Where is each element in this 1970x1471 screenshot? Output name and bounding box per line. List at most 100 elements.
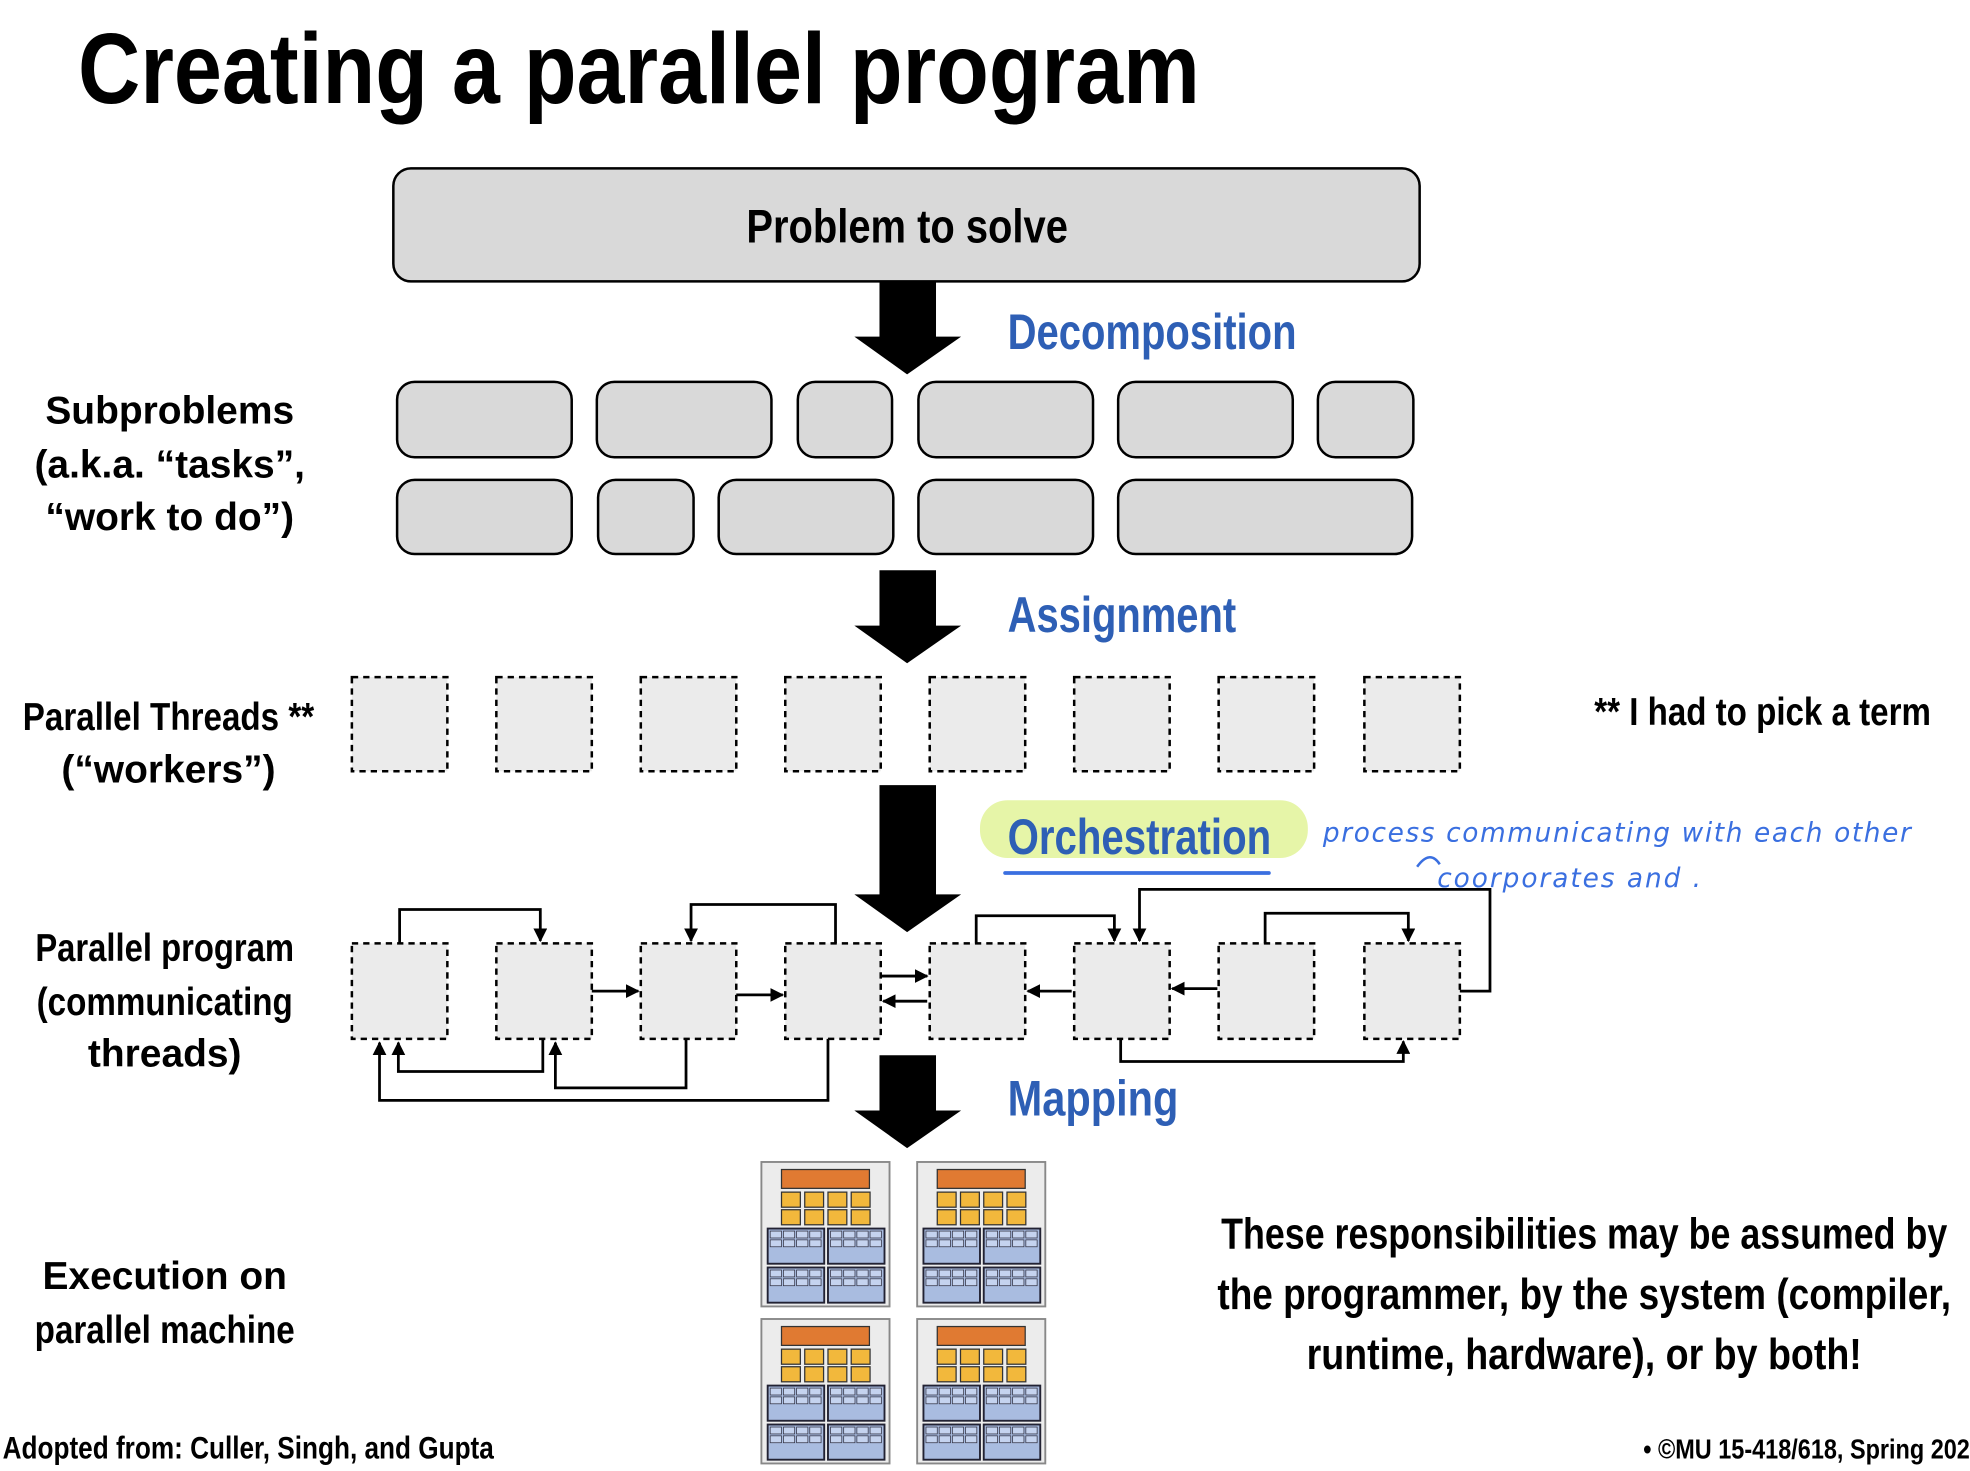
chip-register: [999, 1435, 1012, 1444]
chip-register: [965, 1230, 978, 1239]
chip-register: [869, 1396, 882, 1405]
thread-box: [350, 675, 449, 773]
chip-control-unit: [936, 1168, 1026, 1189]
chip-register: [809, 1278, 822, 1287]
chip-alu: [936, 1209, 957, 1226]
comm-arrow: [391, 1038, 545, 1073]
chip-register: [1012, 1396, 1025, 1405]
chip-register: [783, 1426, 796, 1435]
chip-register: [783, 1387, 796, 1396]
chip-register: [809, 1239, 822, 1248]
chip-alu: [804, 1191, 825, 1208]
chip-register: [783, 1435, 796, 1444]
stage-mapping: Mapping: [1008, 1070, 1179, 1126]
chip-register: [869, 1239, 882, 1248]
chip-register: [965, 1435, 978, 1444]
chip-register: [985, 1230, 998, 1239]
chip-register: [938, 1278, 951, 1287]
stage-orchestration: Orchestration: [1008, 809, 1272, 865]
chip-register: [965, 1239, 978, 1248]
thread-box: [1217, 675, 1316, 773]
chip-register: [830, 1269, 843, 1278]
chip-alu: [959, 1366, 980, 1383]
chip-register: [809, 1396, 822, 1405]
slide-title: Creating a parallel program: [78, 13, 1200, 125]
comm-arrow: [372, 1038, 830, 1102]
subproblem-box: [717, 478, 895, 556]
subproblems-label: (a.k.a. “tasks”,: [34, 443, 305, 486]
chip-alu: [827, 1209, 848, 1226]
chip-register: [999, 1396, 1012, 1405]
chip-register: [809, 1387, 822, 1396]
chip-register: [951, 1426, 965, 1435]
subproblems-label: “work to do”): [45, 496, 294, 539]
thread-box: [495, 675, 594, 773]
chip-register: [1025, 1426, 1038, 1435]
thread-boxes: [350, 675, 1462, 773]
chip-register: [769, 1426, 782, 1435]
chip-alu: [936, 1366, 957, 1383]
execution-label: Execution on: [42, 1255, 286, 1298]
chip-register: [1012, 1239, 1025, 1248]
chip-register: [796, 1230, 809, 1239]
chip-register: [938, 1396, 951, 1405]
chip-register: [869, 1435, 882, 1444]
chip-register: [1025, 1230, 1038, 1239]
subproblem-box: [796, 380, 894, 459]
chip-register: [951, 1269, 965, 1278]
chip-register: [951, 1230, 965, 1239]
chip-register: [769, 1269, 782, 1278]
thread-box: [1363, 675, 1462, 773]
chip-register: [985, 1396, 998, 1405]
chip-alu: [936, 1191, 957, 1208]
chip-register: [965, 1387, 978, 1396]
processor-chip-icon: [760, 1318, 891, 1465]
subproblems-label: Subproblems: [45, 389, 294, 432]
subproblem-box: [395, 478, 573, 556]
chip-alu: [780, 1366, 801, 1383]
thread-box: [1363, 942, 1462, 1041]
chip-register: [869, 1278, 882, 1287]
chip-control-unit: [936, 1325, 1026, 1347]
chip-register: [985, 1426, 998, 1435]
chip-register: [938, 1269, 951, 1278]
chip-register: [985, 1269, 998, 1278]
chip-register: [856, 1387, 869, 1396]
chip-register: [925, 1435, 938, 1444]
chip-register: [951, 1278, 965, 1287]
arrow-down-icon: [854, 1055, 962, 1149]
chip-register: [783, 1269, 796, 1278]
chip-alu: [804, 1348, 825, 1365]
chip-alu: [1006, 1348, 1027, 1365]
chip-register: [830, 1396, 843, 1405]
chip-register: [951, 1396, 965, 1405]
chip-register: [783, 1396, 796, 1405]
chip-register: [951, 1435, 965, 1444]
comm-arrow: [974, 914, 1122, 944]
chip-register: [843, 1435, 856, 1444]
parallel-machine: [760, 1161, 1047, 1465]
arrow-down-icon: [854, 570, 962, 664]
chip-register: [830, 1230, 843, 1239]
chip-register: [843, 1230, 856, 1239]
chip-register: [809, 1435, 822, 1444]
comm-arrow: [548, 1038, 688, 1090]
subproblem-boxes: [395, 380, 1415, 556]
subproblem-box: [395, 380, 573, 459]
chip-register: [1012, 1230, 1025, 1239]
thread-box: [928, 942, 1027, 1041]
chip-alu: [983, 1348, 1004, 1365]
chip-register: [769, 1278, 782, 1287]
chip-alu: [850, 1348, 871, 1365]
chip-alu: [1006, 1209, 1027, 1226]
chip-register: [796, 1387, 809, 1396]
chip-register: [843, 1387, 856, 1396]
chip-alu: [983, 1366, 1004, 1383]
execution-label: parallel machine: [35, 1309, 295, 1352]
thread-box: [1072, 942, 1171, 1041]
arrow-down-icon: [854, 785, 962, 933]
chip-register: [1025, 1269, 1038, 1278]
chip-register: [856, 1269, 869, 1278]
stage-assignment: Assignment: [1008, 587, 1237, 643]
problem-label: Problem to solve: [746, 200, 1068, 253]
